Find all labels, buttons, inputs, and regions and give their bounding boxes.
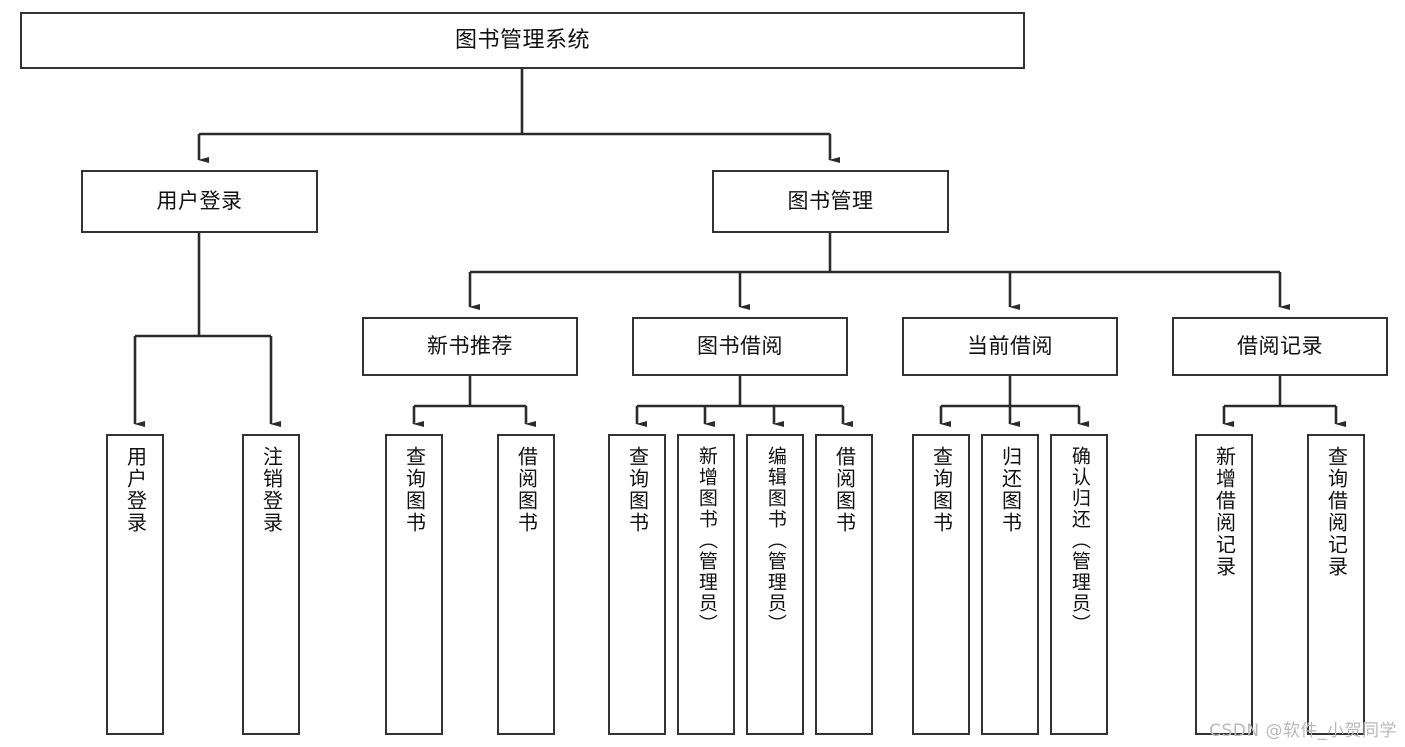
leaf-edit-book-admin[interactable]: 编辑图书（管理员） xyxy=(746,434,804,735)
leaf-query-borrow-record[interactable]: 查询借阅记录 xyxy=(1307,434,1365,735)
leaf-return-book[interactable]: 归还图书 xyxy=(981,434,1039,735)
node-label: 借阅图书 xyxy=(514,446,539,534)
leaf-add-borrow-record[interactable]: 新增借阅记录 xyxy=(1195,434,1253,735)
node-label: 归还图书 xyxy=(998,446,1023,534)
csdn-watermark: CSDN @软件_小贺同学 xyxy=(1209,721,1397,741)
node-user-login[interactable]: 用户登录 xyxy=(81,170,318,233)
node-label: 查询图书 xyxy=(625,446,650,534)
node-label: 用户登录 xyxy=(123,446,148,534)
node-label: 新增借阅记录 xyxy=(1212,446,1237,578)
leaf-logout[interactable]: 注销登录 xyxy=(242,434,300,735)
leaf-query-book-current[interactable]: 查询图书 xyxy=(912,434,970,735)
node-label: 注销登录 xyxy=(259,446,284,534)
node-label: 查询图书 xyxy=(929,446,954,534)
leaf-borrow-book-recommend[interactable]: 借阅图书 xyxy=(497,434,555,735)
node-label: 图书管理 xyxy=(787,189,874,214)
node-label: 查询图书 xyxy=(402,446,427,534)
node-current-borrow[interactable]: 当前借阅 xyxy=(902,317,1118,376)
node-label: 确认归还（管理员） xyxy=(1068,446,1091,635)
leaf-user-login[interactable]: 用户登录 xyxy=(106,434,164,735)
node-borrow-record[interactable]: 借阅记录 xyxy=(1172,317,1388,376)
node-label: 查询借阅记录 xyxy=(1324,446,1349,578)
node-book-management[interactable]: 图书管理 xyxy=(712,170,949,233)
node-label: 图书借阅 xyxy=(697,334,783,359)
node-label: 编辑图书（管理员） xyxy=(764,446,787,635)
node-book-borrow[interactable]: 图书借阅 xyxy=(632,317,848,376)
node-label: 新书推荐 xyxy=(427,334,513,359)
leaf-query-book-recommend[interactable]: 查询图书 xyxy=(385,434,443,735)
node-root-book-management-system[interactable]: 图书管理系统 xyxy=(20,12,1025,69)
leaf-add-book-admin[interactable]: 新增图书（管理员） xyxy=(677,434,735,735)
node-label: 借阅记录 xyxy=(1237,334,1323,359)
leaf-borrow-book[interactable]: 借阅图书 xyxy=(815,434,873,735)
node-label: 用户登录 xyxy=(156,189,243,214)
node-label: 借阅图书 xyxy=(832,446,857,534)
node-label: 新增图书（管理员） xyxy=(695,446,718,635)
node-label: 图书管理系统 xyxy=(454,27,590,53)
node-new-book-recommend[interactable]: 新书推荐 xyxy=(362,317,578,376)
node-label: 当前借阅 xyxy=(967,334,1053,359)
leaf-query-book-borrow[interactable]: 查询图书 xyxy=(608,434,666,735)
leaf-confirm-return-admin[interactable]: 确认归还（管理员） xyxy=(1050,434,1108,735)
